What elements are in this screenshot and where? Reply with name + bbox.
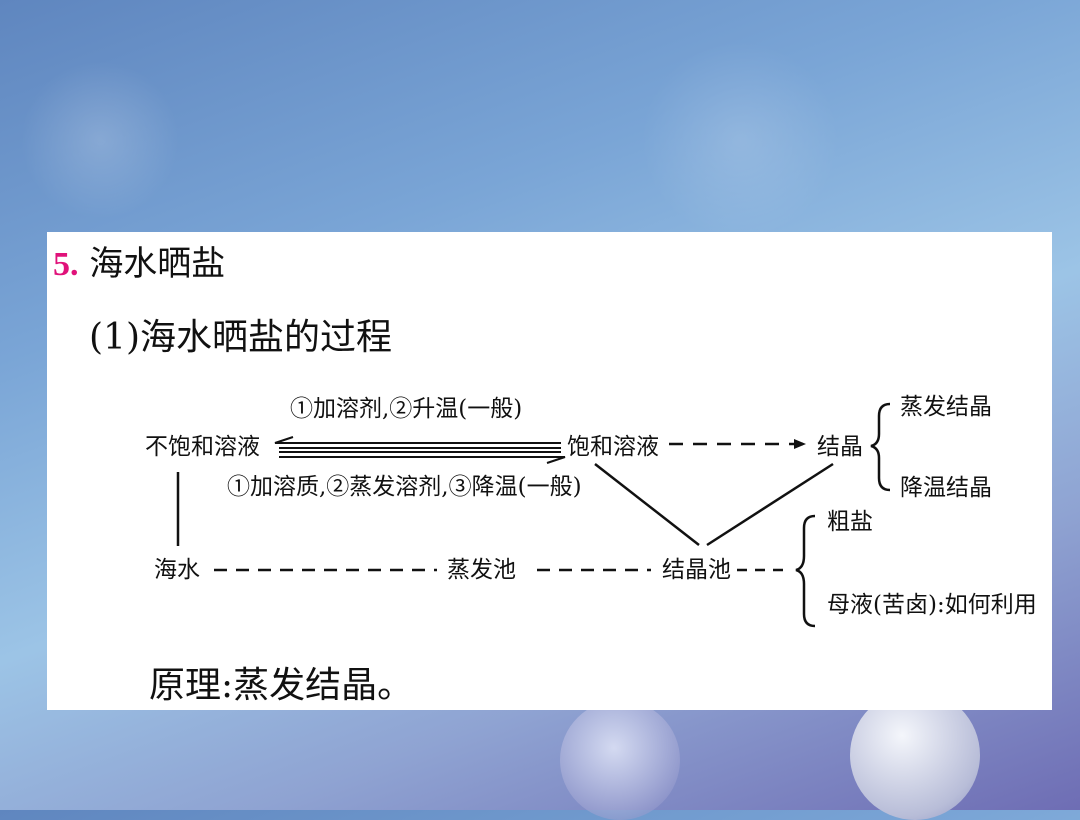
section-heading: 5. 海水晒盐: [53, 236, 225, 285]
edge-label-sat-to-unsat: ①加溶剂,②升温(一般): [290, 396, 523, 422]
node-cooling-crystallization: 降温结晶: [900, 475, 992, 501]
heading-number: 5.: [53, 246, 79, 283]
node-mother-liquor: 母液(苦卤):如何利用: [827, 592, 1037, 618]
node-crude-salt: 粗盐: [827, 509, 873, 535]
node-saturated-solution: 饱和溶液: [567, 434, 659, 460]
reversible-arrows: [274, 436, 566, 464]
products-brace: [795, 514, 816, 628]
background-bokeh: [640, 40, 840, 240]
subheading: (1)海水晒盐的过程: [89, 317, 392, 358]
content-panel: 5. 海水晒盐 (1)海水晒盐的过程: [47, 232, 1052, 710]
node-evaporative-crystallization: 蒸发结晶: [900, 394, 992, 420]
background-bokeh: [850, 690, 980, 820]
node-crystallization-pond: 结晶池: [662, 557, 731, 583]
node-seawater: 海水: [154, 557, 200, 583]
background-bokeh: [560, 700, 680, 820]
heading-text: 海水晒盐: [89, 244, 226, 284]
principle-text: 原理:蒸发结晶。: [149, 665, 414, 706]
crystal-to-pond-line: [706, 462, 834, 547]
process-diagram: [176, 402, 891, 628]
background-bokeh: [20, 60, 180, 220]
crystallize-brace: [870, 402, 891, 492]
edge-label-unsat-to-sat: ①加溶质,②蒸发溶剂,③降温(一般): [227, 474, 582, 500]
node-crystallize: 结晶: [817, 434, 863, 460]
node-unsaturated-solution: 不饱和溶液: [145, 434, 260, 460]
node-evaporation-pond: 蒸发池: [447, 557, 516, 583]
saturated-to-pond-line: [594, 463, 700, 546]
